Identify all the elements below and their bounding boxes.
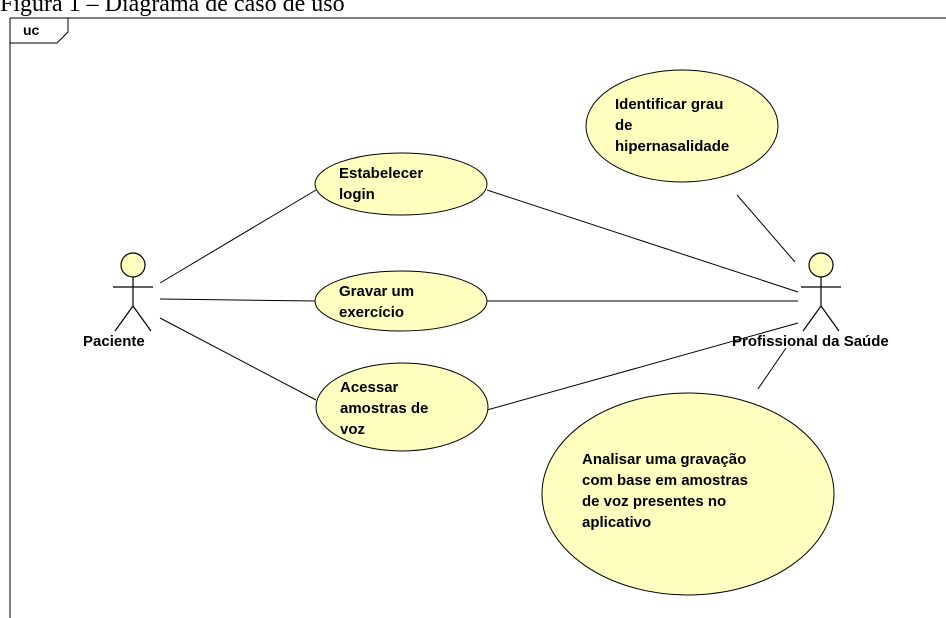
use-case-gravar-exercicio — [314, 270, 488, 332]
use-case-analisar-gravacao-label: Analisar uma gravação com base em amostr… — [582, 451, 748, 531]
association-login-profissional — [486, 189, 799, 293]
use-case-acessar-amostras-label: Acessar amostras de voz — [340, 379, 429, 438]
figure-caption: Figura 1 – Diagrama de caso de uso — [0, 0, 345, 17]
association-identificar-profissional — [736, 194, 796, 263]
association-paciente-gravar — [159, 298, 317, 302]
use-case-estabelecer-login-label: Estabelecer login — [339, 165, 424, 203]
association-paciente-acessar — [159, 317, 317, 401]
use-case-acessar-amostras — [315, 362, 489, 452]
use-case-gravar-exercicio-label: Gravar um exercício — [339, 283, 415, 321]
use-case-estabelecer-login — [314, 152, 488, 216]
use-case-identificar-grau-label: Identificar grau de hipernasalidade — [615, 96, 730, 155]
actor-paciente-figure — [113, 252, 153, 332]
actor-profissional-figure — [801, 252, 841, 332]
association-paciente-login — [159, 189, 317, 284]
association-acessar-profissional — [486, 322, 799, 411]
use-case-identificar-grau — [585, 69, 779, 183]
frame-tag: uc — [23, 22, 40, 38]
actor-profissional-label: Profissional da Saúde — [732, 333, 889, 350]
actor-paciente-label: Paciente — [83, 333, 145, 350]
diagram-frame — [9, 17, 946, 618]
use-case-analisar-gravacao — [541, 392, 835, 596]
associations — [159, 189, 799, 411]
association-analisar-profissional — [757, 347, 787, 390]
